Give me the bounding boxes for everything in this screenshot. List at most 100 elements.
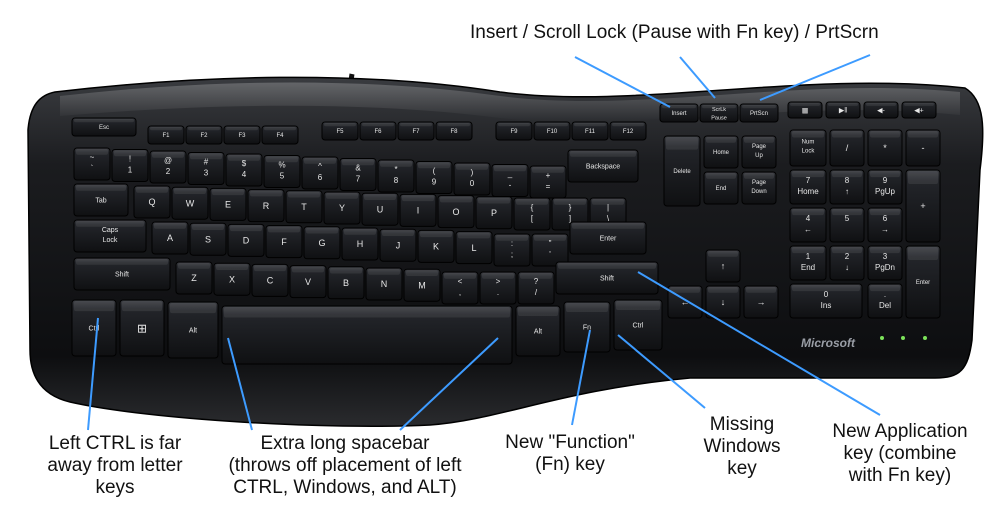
key-b[interactable]: B [327, 266, 365, 300]
key-f11[interactable]: F11 [571, 121, 609, 141]
key-backspace[interactable]: Backspace [567, 149, 639, 183]
key-e[interactable]: E [209, 187, 247, 221]
key-delete[interactable]: Delete [663, 135, 701, 207]
key-f5[interactable]: F5 [321, 121, 359, 141]
key-home[interactable]: Home [703, 135, 739, 169]
key-num-2[interactable]: @2 [149, 150, 187, 184]
key-num-10[interactable]: )0 [453, 162, 491, 196]
key-numpad-dot[interactable]: .Del [867, 283, 903, 319]
key-end[interactable]: End [703, 171, 739, 205]
key-numpad-op-2[interactable]: - [905, 129, 941, 167]
key-f2[interactable]: F2 [185, 125, 223, 145]
key-numpad-op-1[interactable]: * [867, 129, 903, 167]
key-k[interactable]: K [417, 229, 455, 263]
key-numpad-plus[interactable]: + [905, 169, 941, 243]
key-t[interactable]: T [285, 190, 323, 224]
key-num-3[interactable]: #3 [187, 152, 225, 185]
key-num-8[interactable]: *8 [377, 159, 415, 193]
key-arrow-up[interactable]: ↑ [705, 249, 741, 283]
key-arrow-down[interactable]: ↓ [705, 285, 741, 319]
key-punct-1[interactable]: "' [531, 233, 569, 267]
key-num-6[interactable]: ^6 [301, 156, 339, 190]
key-g[interactable]: G [303, 226, 341, 260]
key-shift-right[interactable]: Shift [555, 261, 659, 295]
key-punct-z-0[interactable]: <, [441, 271, 479, 305]
key-punct-z-2[interactable]: ?/ [517, 271, 555, 305]
key-w[interactable]: W [171, 186, 209, 220]
key-num-1[interactable]: !1 [111, 149, 149, 182]
key-p[interactable]: P [475, 196, 513, 230]
key-fn[interactable]: Fn [563, 301, 611, 353]
key-f4[interactable]: F4 [261, 125, 299, 145]
key-num-5[interactable]: %5 [263, 155, 301, 188]
key-d[interactable]: D [227, 223, 265, 257]
key-numpad-enter[interactable]: Enter [905, 245, 941, 319]
key-play-pause[interactable]: ▶‖ [825, 101, 861, 119]
key-windows[interactable]: ⊞ [119, 299, 165, 357]
key-f7[interactable]: F7 [397, 121, 435, 141]
key-esc[interactable]: Esc [71, 117, 137, 137]
key-f8[interactable]: F8 [435, 121, 473, 141]
key-l[interactable]: L [455, 231, 493, 265]
key-num-12[interactable]: += [529, 165, 567, 199]
key-s[interactable]: S [189, 222, 227, 256]
key-num-11[interactable]: _- [491, 164, 529, 197]
key-i[interactable]: I [399, 193, 437, 227]
key-f12[interactable]: F12 [609, 121, 647, 141]
key-bracket-0[interactable]: {[ [513, 197, 551, 231]
key-calculator[interactable]: ▦ [787, 101, 823, 119]
key-arrow-left[interactable]: ← [667, 285, 703, 319]
key-x[interactable]: X [213, 262, 251, 296]
key-r[interactable]: R [247, 189, 285, 223]
key-f3[interactable]: F3 [223, 125, 261, 145]
key-o[interactable]: O [437, 195, 475, 229]
key-prtscn[interactable]: PrtScn [739, 103, 779, 123]
key-m[interactable]: M [403, 268, 441, 302]
key-volume-down[interactable]: ◀- [863, 101, 899, 119]
key-num-9[interactable]: (9 [415, 161, 453, 194]
key-alt-right[interactable]: Alt [515, 305, 561, 357]
key-numpad-op-0[interactable]: / [829, 129, 865, 167]
key-v[interactable]: V [289, 265, 327, 299]
key-h[interactable]: H [341, 227, 379, 261]
key-numpad-5[interactable]: 5 [829, 207, 865, 243]
key-arrow-right[interactable]: → [743, 285, 779, 319]
key-ctrl-right[interactable]: Ctrl [613, 299, 663, 351]
key-spacebar[interactable] [221, 305, 513, 365]
key-num-4[interactable]: $4 [225, 153, 263, 187]
key-insert[interactable]: Insert [659, 103, 699, 123]
key-q[interactable]: Q [133, 185, 171, 219]
key-num-0[interactable]: ~` [73, 147, 111, 181]
key-u[interactable]: U [361, 192, 399, 226]
key-f9[interactable]: F9 [495, 121, 533, 141]
key-shift-left[interactable]: Shift [73, 257, 171, 291]
key-y[interactable]: Y [323, 191, 361, 225]
key-alt-left[interactable]: Alt [167, 301, 219, 359]
key-punct-0[interactable]: :; [493, 233, 531, 267]
key-tab[interactable]: Tab [73, 183, 129, 217]
key-z[interactable]: Z [175, 261, 213, 295]
key-f[interactable]: F [265, 225, 303, 259]
key-f6[interactable]: F6 [359, 121, 397, 141]
key-volume-up[interactable]: ◀+ [901, 101, 937, 119]
key-n[interactable]: N [365, 267, 403, 301]
key-f10[interactable]: F10 [533, 121, 571, 141]
key-enter[interactable]: Enter [569, 221, 647, 255]
key-numpad-8[interactable]: 8↑ [829, 169, 865, 205]
key-f1[interactable]: F1 [147, 125, 185, 145]
key-numpad-4[interactable]: 4← [789, 207, 827, 243]
key-numpad-2[interactable]: 2↓ [829, 245, 865, 281]
key-j[interactable]: J [379, 228, 417, 262]
key-num-7[interactable]: &7 [339, 158, 377, 191]
key-ctrl-left[interactable]: Ctrl [71, 299, 117, 357]
key-c[interactable]: C [251, 263, 289, 297]
